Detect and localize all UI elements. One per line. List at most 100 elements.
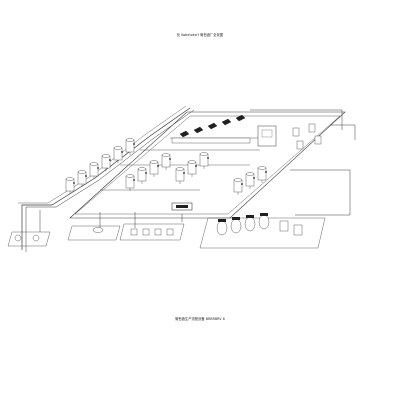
chiller-unit bbox=[154, 228, 162, 236]
unit-body bbox=[179, 130, 190, 138]
control-panel bbox=[261, 129, 273, 138]
cip-pump bbox=[293, 224, 303, 236]
storage-tank bbox=[149, 160, 159, 177]
tank-top bbox=[65, 177, 75, 181]
tank-valve bbox=[157, 165, 159, 167]
press-conveyor bbox=[171, 137, 251, 144]
filter-housing bbox=[32, 234, 40, 242]
buffer-tank bbox=[257, 166, 267, 183]
tank-valve bbox=[241, 183, 243, 185]
tank-valve bbox=[133, 143, 135, 145]
cip-vessel-cap bbox=[218, 219, 226, 222]
tank-top bbox=[257, 166, 267, 170]
buffer-tank bbox=[233, 178, 243, 195]
main-feed-pipe bbox=[21, 107, 191, 250]
crusher-unit bbox=[193, 126, 204, 134]
storage-tank bbox=[187, 160, 197, 177]
tank-body bbox=[187, 161, 197, 175]
storage-tank bbox=[175, 167, 185, 184]
fermentation-tank bbox=[65, 177, 75, 194]
tank-top bbox=[113, 146, 123, 150]
filter-station-base bbox=[7, 231, 51, 247]
crusher-unit bbox=[221, 118, 232, 126]
tank-body bbox=[65, 178, 75, 192]
tank-body bbox=[199, 153, 209, 167]
tank-body bbox=[137, 168, 147, 182]
tank-body bbox=[245, 173, 255, 187]
tank-body bbox=[101, 155, 111, 169]
tank-top bbox=[199, 152, 209, 156]
diagram-title: 化 Kobelsdorf 葡萄酒厂全景图 bbox=[176, 33, 224, 37]
storage-tank bbox=[161, 153, 171, 170]
equipment-layer bbox=[7, 114, 326, 249]
utility-pipe bbox=[18, 105, 187, 204]
tank-body bbox=[125, 175, 135, 189]
cip-pump bbox=[279, 220, 289, 232]
cip-vessel bbox=[244, 216, 256, 232]
cip-vessel-cap bbox=[246, 215, 254, 218]
chiller-unit bbox=[166, 228, 174, 236]
floor-outline-inner bbox=[74, 115, 341, 215]
tank-top bbox=[125, 138, 135, 142]
tank-body bbox=[77, 171, 87, 185]
storage-tank bbox=[137, 167, 147, 184]
tank-body bbox=[125, 139, 135, 153]
crusher-unit bbox=[235, 114, 246, 122]
cip-vessel bbox=[216, 220, 228, 236]
cip-vessel bbox=[258, 214, 270, 230]
tank-valve bbox=[253, 177, 255, 179]
cip-vessel bbox=[230, 218, 242, 234]
storage-tank bbox=[125, 174, 135, 191]
unit-body bbox=[193, 126, 204, 134]
tank-valve bbox=[121, 151, 123, 153]
tank-top bbox=[77, 170, 87, 174]
auxiliary-vessel bbox=[292, 127, 300, 137]
fermentation-tank bbox=[77, 170, 87, 187]
tank-top bbox=[233, 178, 243, 182]
tank-valve bbox=[169, 158, 171, 160]
tank-body bbox=[113, 147, 123, 161]
tank-valve bbox=[97, 167, 99, 169]
tank-body bbox=[233, 179, 243, 193]
crusher-unit bbox=[207, 122, 218, 130]
diagram-caption: 葡萄酒生产流程设备 BRBRBRV 8 bbox=[175, 317, 225, 321]
tank-top bbox=[175, 167, 185, 171]
tank-valve bbox=[265, 171, 267, 173]
fermentation-tank bbox=[101, 154, 111, 171]
tank-body bbox=[161, 154, 171, 168]
right-stub-pipe bbox=[330, 124, 356, 140]
cip-station-base bbox=[199, 217, 326, 249]
bottling-tank bbox=[92, 227, 104, 233]
tank-top bbox=[149, 160, 159, 164]
fermentation-tank bbox=[125, 138, 135, 155]
tank-top bbox=[187, 160, 197, 164]
tank-valve bbox=[195, 165, 197, 167]
tank-body bbox=[89, 163, 99, 177]
auxiliary-vessel bbox=[296, 140, 304, 150]
chiller-unit bbox=[130, 228, 138, 236]
auxiliary-vessel bbox=[308, 123, 316, 133]
tank-top bbox=[125, 174, 135, 178]
right-loop-pipe bbox=[290, 169, 351, 216]
tank-body bbox=[175, 168, 185, 182]
tank-valve bbox=[207, 157, 209, 159]
chiller-station-base bbox=[119, 223, 185, 241]
upper-right-pipe bbox=[250, 109, 343, 130]
tank-valve bbox=[133, 179, 135, 181]
fermentation-tank bbox=[89, 162, 99, 179]
unit-body bbox=[207, 122, 218, 130]
tank-top bbox=[161, 153, 171, 157]
buffer-tank bbox=[245, 172, 255, 189]
storage-tank bbox=[199, 152, 209, 169]
tank-body bbox=[257, 167, 267, 181]
unit-body bbox=[221, 118, 232, 126]
main-return-pipe bbox=[25, 109, 195, 252]
tank-body bbox=[149, 161, 159, 175]
cip-vessel-cap bbox=[232, 217, 240, 220]
unit-body bbox=[235, 114, 246, 122]
tank-top bbox=[245, 172, 255, 176]
tank-valve bbox=[73, 182, 75, 184]
filter-housing bbox=[14, 234, 22, 242]
crusher-unit bbox=[179, 130, 190, 138]
tank-valve bbox=[85, 175, 87, 177]
